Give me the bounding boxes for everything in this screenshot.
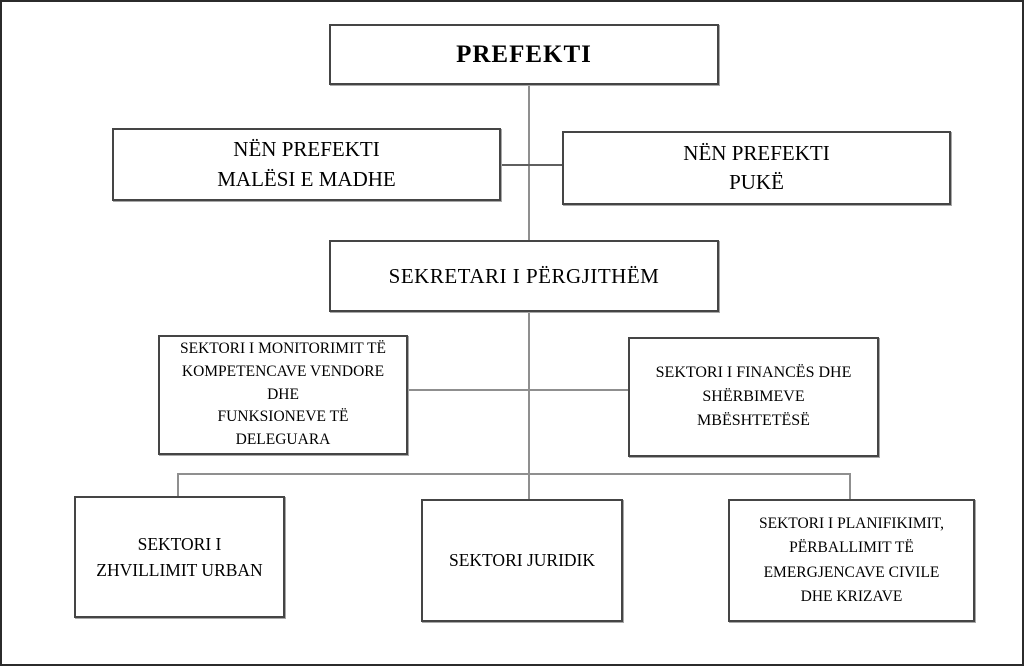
node-nen-prefekti-malesi-e-madhe-label: NËN PREFEKTI MALËSI E MADHE — [217, 137, 396, 191]
connector-prefekti-to-sekretari — [528, 85, 530, 240]
node-nen-prefekti-malesi-e-madhe: NËN PREFEKTI MALËSI E MADHE — [112, 128, 501, 201]
node-nen-prefekti-puke-label: NËN PREFEKTI PUKË — [683, 140, 830, 194]
node-sekretari-i-pergjithem-label: SEKRETARI I PËRGJITHËM — [388, 263, 660, 288]
node-sektori-juridik: SEKTORI JURIDIK — [421, 499, 623, 622]
node-prefekti-label: PREFEKTI — [456, 40, 592, 68]
node-nen-prefekti-puke: NËN PREFEKTI PUKË — [562, 131, 951, 205]
node-sektori-finances-label: SEKTORI I FINANCËS DHE SHËRBIMEVE MBËSHT… — [655, 364, 852, 429]
connector-bottom-row — [177, 473, 851, 475]
node-sekretari-i-pergjithem: SEKRETARI I PËRGJITHËM — [329, 240, 719, 312]
node-sektori-juridik-label: SEKTORI JURIDIK — [449, 550, 595, 571]
connector-drop-urban — [177, 473, 179, 497]
node-sektori-planifikimit-label: SEKTORI I PLANIFIKIMIT, PËRBALLIMIT TË E… — [759, 515, 944, 605]
node-sektori-zhvillimit-urban: SEKTORI I ZHVILLIMIT URBAN — [74, 496, 285, 618]
connector-drop-planifikimit — [849, 473, 851, 500]
connector-sekretari-to-bottom — [528, 312, 530, 499]
node-sektori-finances: SEKTORI I FINANCËS DHE SHËRBIMEVE MBËSHT… — [628, 337, 879, 457]
node-sektori-monitorimit: SEKTORI I MONITORIMIT TË KOMPETENCAVE VE… — [158, 335, 408, 455]
node-prefekti: PREFEKTI — [329, 24, 719, 85]
node-sektori-planifikimit: SEKTORI I PLANIFIKIMIT, PËRBALLIMIT TË E… — [728, 499, 975, 622]
node-sektori-zhvillimit-urban-label: SEKTORI I ZHVILLIMIT URBAN — [96, 533, 263, 580]
connector-sektor-row — [407, 389, 629, 391]
node-sektori-monitorimit-label: SEKTORI I MONITORIMIT TË KOMPETENCAVE VE… — [180, 339, 386, 449]
connector-nenprefekti-row — [500, 164, 562, 166]
